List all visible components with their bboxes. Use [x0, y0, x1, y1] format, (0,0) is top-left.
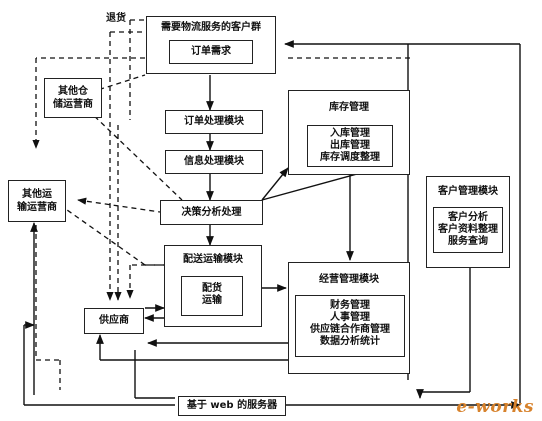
delivery-inner-line: 配货: [202, 283, 222, 294]
other-transport-line: 输运营商: [17, 202, 57, 213]
decision-analysis-module: 决策分析处理: [160, 200, 263, 225]
delivery-module-title: 配送运输模块: [183, 254, 243, 265]
return-label: 退货: [106, 13, 126, 24]
operations-management-module: 经营管理模块 财务管理 人事管理 供应链合作商管理 数据分析统计: [288, 262, 410, 374]
delivery-transport-module: 配送运输模块 配货 运输: [164, 245, 262, 327]
inventory-line: 出库管理: [330, 140, 370, 151]
order-processing-module: 订单处理模块: [165, 110, 263, 134]
watermark-logo: e-works: [456, 397, 534, 417]
supplier-box: 供应商: [84, 308, 144, 334]
other-transport-operators: 其他运 输运营商: [8, 180, 66, 222]
operations-line: 财务管理: [330, 300, 370, 311]
customer-group-title: 需要物流服务的客户群: [161, 22, 261, 33]
inventory-line: 库存调度整理: [320, 152, 380, 163]
other-storage-line: 储运营商: [53, 99, 93, 110]
customer-mgmt-line: 服务查询: [448, 236, 488, 247]
operations-line: 人事管理: [330, 312, 370, 323]
customer-mgmt-functions-box: 客户分析 客户资料整理 服务查询: [433, 207, 503, 253]
customer-mgmt-title: 客户管理模块: [438, 186, 498, 197]
order-demand-box: 订单需求: [169, 40, 253, 64]
inventory-line: 入库管理: [330, 128, 370, 139]
operations-title: 经营管理模块: [319, 274, 379, 285]
inventory-title: 库存管理: [329, 102, 369, 113]
other-storage-line: 其他仓: [58, 86, 88, 97]
other-storage-operators: 其他仓 储运营商: [44, 78, 102, 118]
operations-functions-box: 财务管理 人事管理 供应链合作商管理 数据分析统计: [295, 295, 405, 357]
info-processing-module: 信息处理模块: [165, 150, 263, 174]
inventory-functions-box: 入库管理 出库管理 库存调度整理: [307, 125, 393, 167]
operations-line: 供应链合作商管理: [310, 324, 390, 335]
allocation-transport-box: 配货 运输: [181, 276, 243, 316]
customer-mgmt-line: 客户分析: [448, 212, 488, 223]
customer-mgmt-line: 客户资料整理: [438, 224, 498, 235]
inventory-management-box: 库存管理 入库管理 出库管理 库存调度整理: [288, 90, 410, 175]
other-transport-line: 其他运: [22, 189, 52, 200]
delivery-inner-line: 运输: [202, 295, 222, 306]
customer-group-box: 需要物流服务的客户群 订单需求: [146, 16, 276, 74]
web-server-box: 基于 web 的服务器: [178, 396, 286, 416]
customer-management-module: 客户管理模块 客户分析 客户资料整理 服务查询: [426, 176, 510, 268]
operations-line: 数据分析统计: [320, 336, 380, 347]
